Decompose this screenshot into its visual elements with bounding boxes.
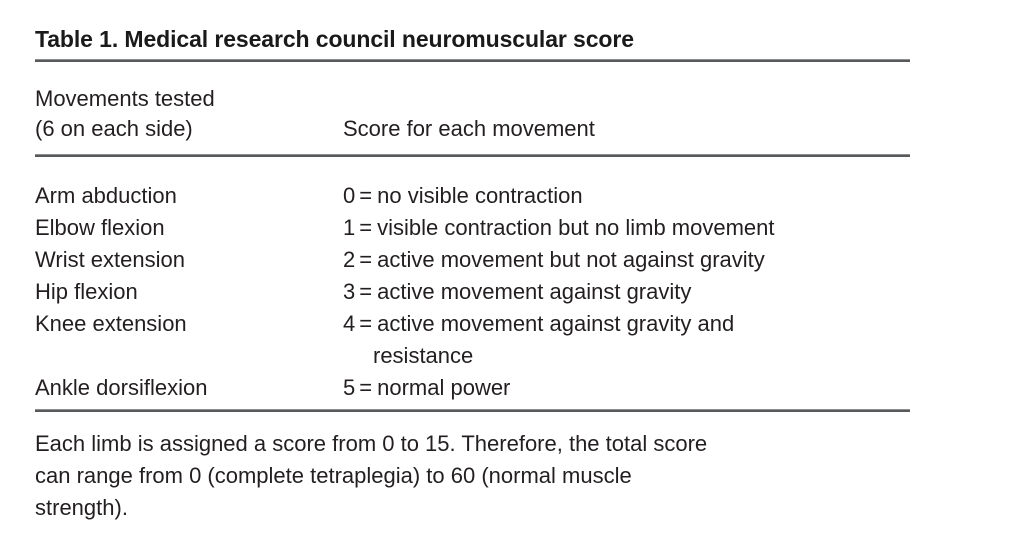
movement-label: Wrist extension (35, 247, 185, 272)
footnote-line-2: can range from 0 (complete tetraplegia) … (35, 463, 632, 488)
table-rule-bottom (35, 409, 910, 412)
table-rule-top (35, 59, 910, 62)
equals-sign: = (359, 247, 373, 272)
movement-label: Elbow flexion (35, 215, 165, 240)
score-description: no visible contraction (377, 183, 583, 208)
column-header-movements-line1: Movements tested (35, 86, 215, 111)
footnote-line-1: Each limb is assigned a score from 0 to … (35, 431, 708, 456)
score-value: 3 (343, 279, 356, 304)
score-description: active movement against gravity (377, 279, 692, 304)
movement-label: Knee extension (35, 311, 187, 336)
score-definition: 0=no visible contraction (343, 180, 583, 212)
table-row: Elbow flexion 1=visible contraction but … (0, 212, 1026, 244)
column-header-score: Score for each movement (343, 116, 595, 141)
score-definition: 3=active movement against gravity (343, 276, 691, 308)
score-value: 2 (343, 247, 356, 272)
score-description: active movement against gravity and (377, 311, 735, 336)
score-description-continuation: resistance (373, 343, 474, 368)
score-description: visible contraction but no limb movement (377, 215, 775, 240)
equals-sign: = (359, 311, 373, 336)
score-definition: 5=normal power (343, 372, 510, 404)
score-definition: 4=active movement against gravity and (343, 308, 734, 340)
equals-sign: = (359, 183, 373, 208)
equals-sign: = (359, 215, 373, 240)
movement-label: Ankle dorsiflexion (35, 375, 208, 400)
score-definition: 1=visible contraction but no limb moveme… (343, 212, 775, 244)
table-row: Ankle dorsiflexion 5=normal power (0, 372, 1026, 404)
score-value: 5 (343, 375, 356, 400)
score-value: 0 (343, 183, 356, 208)
table-row: Arm abduction 0=no visible contraction (0, 180, 1026, 212)
score-value: 4 (343, 311, 356, 336)
table-row: Knee extension 4=active movement against… (0, 308, 1026, 372)
table-rule-header (35, 154, 910, 157)
score-description: active movement but not against gravity (377, 247, 765, 272)
score-description: normal power (377, 375, 511, 400)
column-header-movements-line2: (6 on each side) (35, 116, 193, 141)
table-row: Wrist extension 2=active movement but no… (0, 244, 1026, 276)
column-header-movements: Movements tested (6 on each side) (35, 84, 215, 144)
table-footnote: Each limb is assigned a score from 0 to … (35, 428, 915, 524)
table-title: Table 1. Medical research council neurom… (35, 26, 634, 52)
table-row: Hip flexion 3=active movement against gr… (0, 276, 1026, 308)
movement-label: Arm abduction (35, 183, 177, 208)
equals-sign: = (359, 279, 373, 304)
score-value: 1 (343, 215, 356, 240)
table-body: Arm abduction 0=no visible contraction E… (0, 180, 1026, 404)
movement-label: Hip flexion (35, 279, 138, 304)
equals-sign: = (359, 375, 373, 400)
score-definition: 2=active movement but not against gravit… (343, 244, 765, 276)
footnote-line-3: strength). (35, 495, 128, 520)
